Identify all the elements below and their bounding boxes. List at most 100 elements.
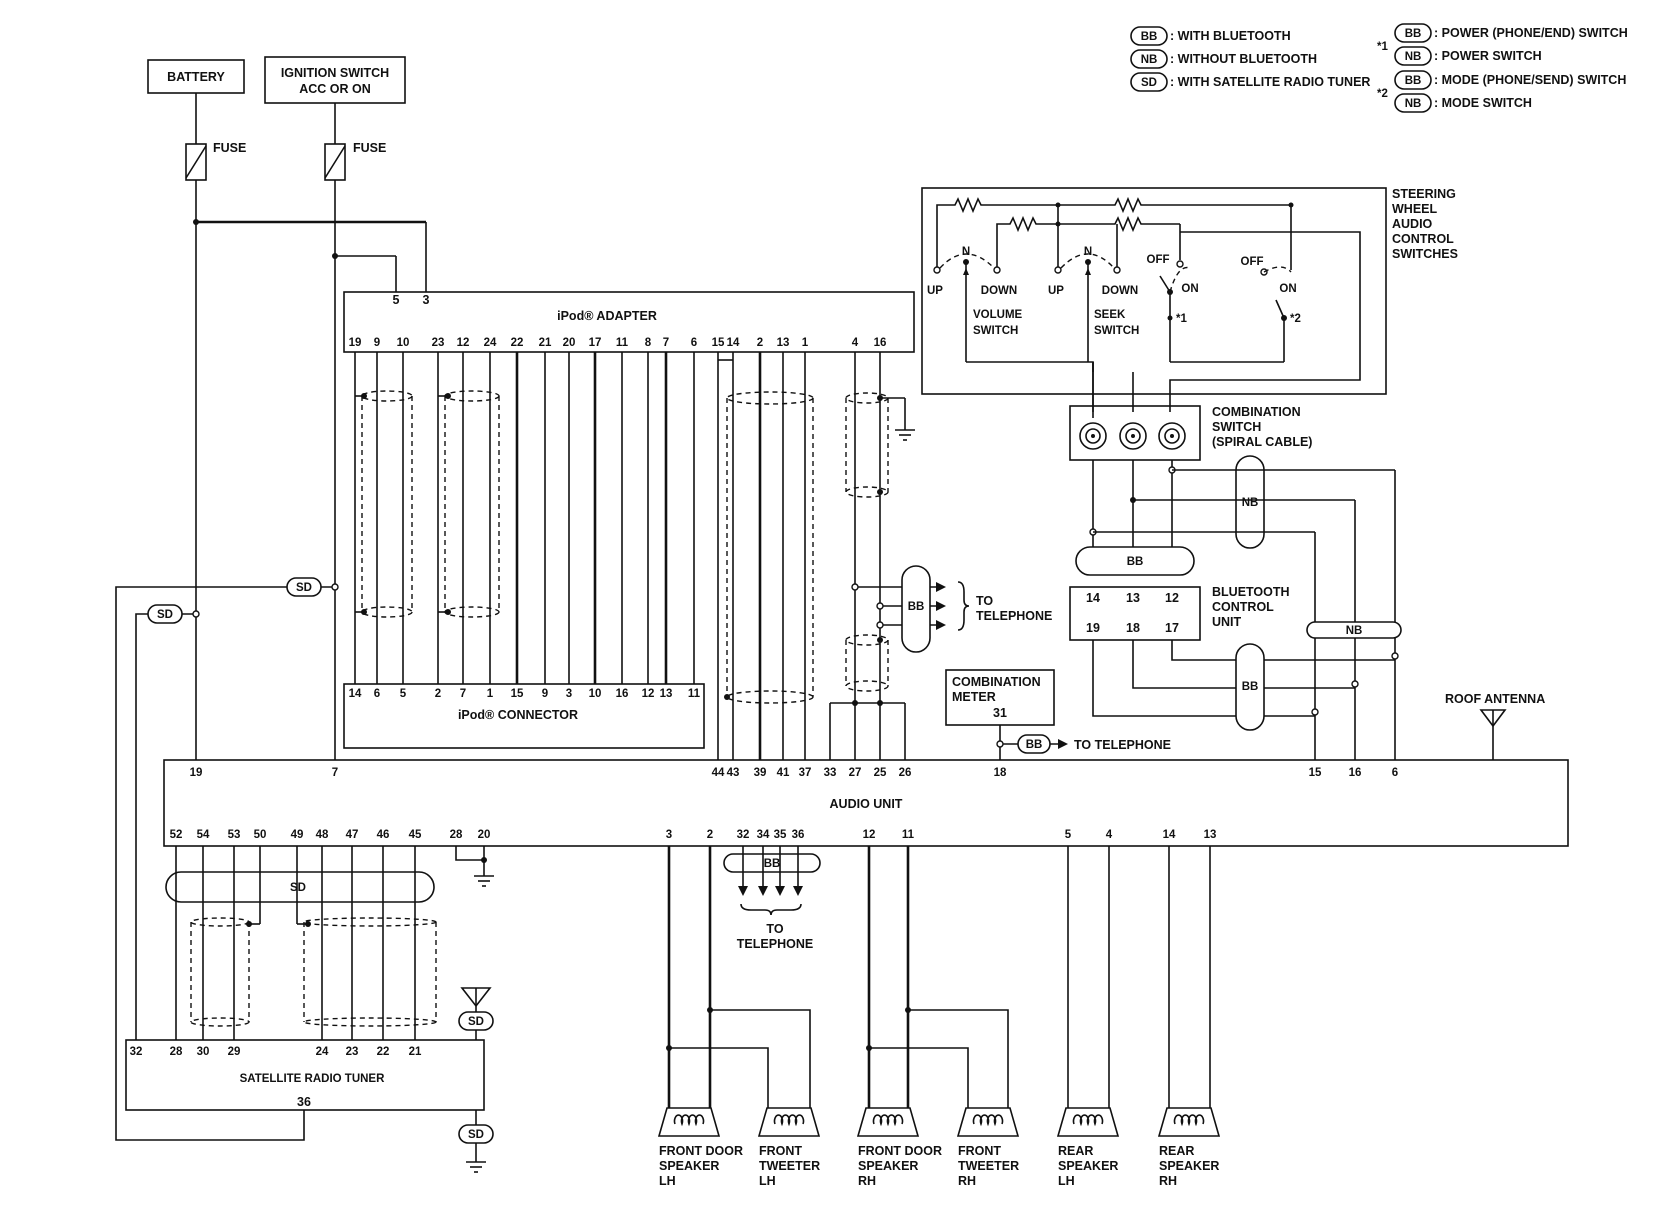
legend-sd-code: SD — [1141, 77, 1157, 89]
legend-bb-code: BB — [1141, 31, 1158, 43]
ipod-connector-pin-13: 13 — [660, 688, 673, 700]
audio-unit-bottom-pin-45: 45 — [409, 829, 422, 841]
speaker-2-label-0: FRONT DOOR — [858, 1144, 942, 1158]
audio-unit-top-pin-16: 16 — [1349, 767, 1362, 779]
audio-unit-bottom-pin-14: 14 — [1163, 829, 1176, 841]
bt-pin-12: 12 — [1165, 591, 1179, 605]
spiral-cable-icon — [1079, 422, 1186, 450]
roof-antenna-label: ROOF ANTENNA — [1445, 692, 1545, 706]
audio-unit-top-pin-27: 27 — [849, 767, 862, 779]
sd-badge-ground — [458, 1124, 494, 1144]
volume-switch-line2: SWITCH — [973, 325, 1018, 337]
steering-switch-box — [921, 187, 1387, 395]
speaker-3-label-1: TWEETER — [958, 1159, 1019, 1173]
fuse-label-2: FUSE — [353, 141, 386, 155]
audio-unit-bottom-pin-54: 54 — [197, 829, 210, 841]
audio-unit-bottom-pin-32: 32 — [737, 829, 750, 841]
steering-wheel-switches: STEERING WHEEL AUDIO CONTROL SWITCHES N … — [921, 187, 1458, 418]
bb-meter-code: BB — [1026, 739, 1043, 751]
ipod-connector-pin-11: 11 — [688, 688, 701, 700]
legend-nb-badge — [1130, 49, 1168, 69]
audio-unit-top-pin-37: 37 — [799, 767, 812, 779]
ipod-connector-pin-9: 9 — [542, 688, 548, 700]
speaker-3-label-2: RH — [958, 1174, 976, 1188]
legend-bb-text: : WITH BLUETOOTH — [1170, 29, 1291, 43]
volume-switch-line1: VOLUME — [973, 309, 1023, 321]
ipod-adapter-pin-5: 5 — [393, 293, 400, 307]
audio-unit-top-pin-19: 19 — [190, 767, 203, 779]
audio-unit-title: AUDIO UNIT — [830, 797, 903, 811]
to-telephone-label-1: TELEPHONE — [976, 609, 1052, 623]
ipod-adapter-pin-2: 2 — [757, 337, 763, 349]
ipod-adapter-pin-11: 11 — [616, 337, 629, 349]
bt-pin-17: 17 — [1165, 621, 1179, 635]
speaker-1-label-0: FRONT — [759, 1144, 802, 1158]
audio-unit-bottom-pin-52: 52 — [170, 829, 183, 841]
ipod-adapter-pin-23: 23 — [432, 337, 445, 349]
switch2-off-label: OFF — [1241, 256, 1264, 268]
bb-harness-bottom-telephone-code: BB — [764, 858, 781, 870]
ipod-connector-title: iPod® CONNECTOR — [458, 708, 578, 722]
speaker-5-label-0: REAR — [1159, 1144, 1194, 1158]
ipod-adapter-pin-22: 22 — [511, 337, 524, 349]
audio-unit-bottom-pin-12: 12 — [863, 829, 876, 841]
volume-down-label: DOWN — [981, 285, 1017, 297]
legend-star1-bb-code: BB — [1405, 28, 1422, 40]
audio-unit-top-pin-26: 26 — [899, 767, 912, 779]
bb-harness-code: BB — [1127, 556, 1144, 568]
bb-harness-bottom-telephone — [723, 853, 821, 873]
ipod-adapter-box — [343, 291, 915, 353]
audio-unit-bottom-pin-5: 5 — [1065, 829, 1072, 841]
ipod-adapter-pin-3: 3 — [423, 293, 430, 307]
satellite-tuner-pin-36: 36 — [297, 1095, 311, 1109]
audio-unit-bottom-pin-20: 20 — [478, 829, 491, 841]
ipod-adapter-pin-6: 6 — [691, 337, 697, 349]
to-telephone-to-1: TO — [976, 594, 993, 608]
bt-title-2: CONTROL — [1212, 600, 1274, 614]
nb-harness-top — [1235, 455, 1265, 549]
ipod-adapter-pin-4: 4 — [852, 337, 859, 349]
ipod-adapter-pin-14: 14 — [727, 337, 740, 349]
combination-switch: COMBINATION SWITCH (SPIRAL CABLE) — [1069, 362, 1312, 548]
ipod-adapter-pin-7: 7 — [663, 337, 669, 349]
sd-badge-ignition — [286, 577, 322, 597]
legend-sd-badge — [1130, 72, 1168, 92]
ipod-connector-pin-1: 1 — [487, 688, 494, 700]
switch2-on-label: ON — [1279, 283, 1296, 295]
to-telephone-to-3: TO — [766, 922, 783, 936]
satellite-tuner-pin-23: 23 — [346, 1046, 359, 1058]
ignition-line1: IGNITION SWITCH — [281, 66, 389, 80]
legend-star1-nb-text: : POWER SWITCH — [1434, 49, 1542, 63]
audio-unit-top-pin-15: 15 — [1309, 767, 1322, 779]
satellite-tuner-pin-32: 32 — [130, 1046, 143, 1058]
audio-unit-top-pin-43: 43 — [727, 767, 740, 779]
speaker-0-label-2: LH — [659, 1174, 676, 1188]
satellite-tuner-title: SATELLITE RADIO TUNER — [240, 1073, 386, 1085]
ipod-adapter-pin-13: 13 — [777, 337, 790, 349]
speaker-icon — [657, 1107, 721, 1137]
sd-harness-tuner — [165, 871, 435, 903]
steering-title-2: WHEEL — [1392, 202, 1438, 216]
speaker-icon — [1056, 1107, 1120, 1137]
audio-unit-top-pin-39: 39 — [754, 767, 767, 779]
bt-pin-13: 13 — [1126, 591, 1140, 605]
ipod-adapter-pin-8: 8 — [645, 337, 652, 349]
power-sources: BATTERY IGNITION SWITCH ACC OR ON FUSE F… — [147, 56, 427, 760]
speaker-1-label-1: TWEETER — [759, 1159, 820, 1173]
speaker-3-label-0: FRONT — [958, 1144, 1001, 1158]
seek-up-label: UP — [1048, 285, 1064, 297]
ipod-adapter-pin-21: 21 — [539, 337, 552, 349]
ipod-connector-pin-12: 12 — [642, 688, 655, 700]
ipod-connector-pin-10: 10 — [589, 688, 602, 700]
speaker-4-label-2: LH — [1058, 1174, 1075, 1188]
seek-down-label: DOWN — [1102, 285, 1138, 297]
switch1-star: *1 — [1176, 313, 1187, 325]
bluetooth-unit-box — [1069, 586, 1201, 641]
